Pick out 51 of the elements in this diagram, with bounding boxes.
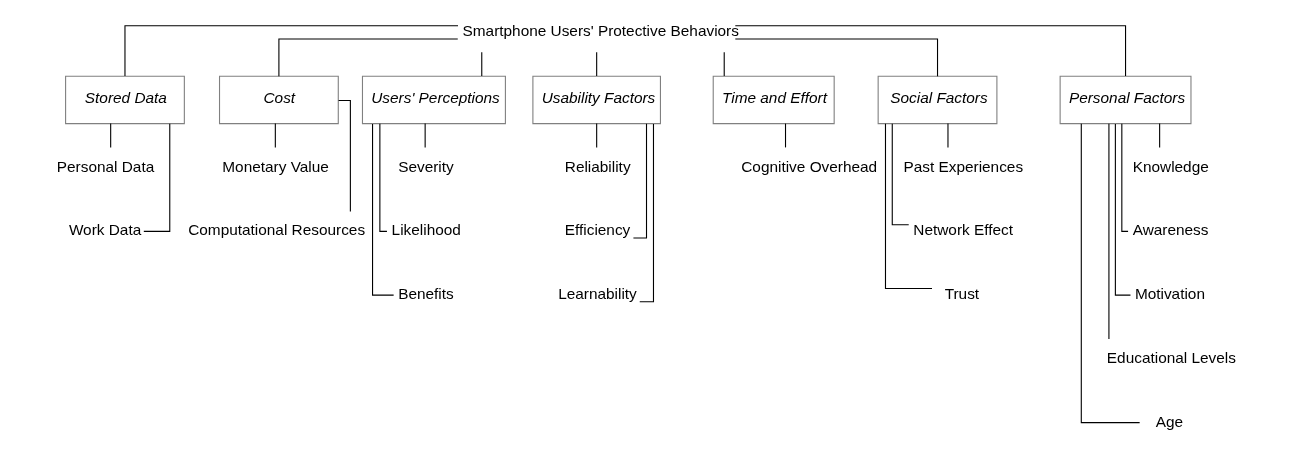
connector bbox=[891, 123, 910, 226]
node-text: Likelihood bbox=[391, 221, 461, 239]
node-text: Cognitive Overhead bbox=[741, 157, 878, 175]
node-box: Social Factors bbox=[877, 75, 998, 125]
connector bbox=[110, 123, 112, 148]
node-text: Knowledge bbox=[1132, 157, 1209, 175]
node-text: Personal Data bbox=[56, 157, 155, 175]
node-text: Educational Levels bbox=[1106, 348, 1236, 366]
connector bbox=[424, 123, 426, 148]
connector bbox=[372, 123, 395, 296]
node-text: Smartphone Users' Protective Behaviors bbox=[462, 22, 739, 40]
connector bbox=[1108, 123, 1110, 340]
node-text: Reliability bbox=[564, 157, 631, 175]
connector bbox=[338, 99, 351, 213]
connector bbox=[596, 51, 598, 77]
connector bbox=[1080, 123, 1141, 424]
connector bbox=[1114, 123, 1131, 296]
node-text: Awareness bbox=[1132, 221, 1209, 239]
node-box: Time and Effort bbox=[712, 75, 835, 125]
node-text: Network Effect bbox=[913, 221, 1014, 239]
connector bbox=[124, 25, 459, 77]
node-text: Learnability bbox=[558, 285, 637, 303]
connector bbox=[734, 25, 1127, 77]
node-text: Motivation bbox=[1134, 285, 1205, 303]
connector bbox=[596, 123, 598, 148]
connector bbox=[884, 123, 933, 290]
connector bbox=[632, 123, 648, 239]
connector bbox=[1159, 123, 1161, 148]
connector bbox=[723, 51, 725, 77]
node-text: Efficiency bbox=[564, 221, 631, 239]
node-box: Stored Data bbox=[65, 75, 185, 125]
node-box: Usability Factors bbox=[532, 75, 661, 125]
node-text: Monetary Value bbox=[222, 157, 329, 175]
connector bbox=[143, 123, 171, 232]
node-text: Benefits bbox=[398, 285, 454, 303]
node-text: Past Experiences bbox=[903, 157, 1024, 175]
connector bbox=[734, 38, 939, 77]
connector bbox=[784, 123, 787, 148]
node-text: Severity bbox=[398, 157, 454, 175]
node-text: Work Data bbox=[68, 221, 142, 239]
connector bbox=[379, 123, 388, 232]
node-box: Personal Factors bbox=[1059, 75, 1192, 125]
connector bbox=[481, 51, 483, 77]
connector bbox=[274, 123, 276, 148]
node-box: Cost bbox=[219, 75, 339, 125]
node-text: Computational Resources bbox=[188, 221, 366, 239]
node-box: Users' Perceptions bbox=[361, 75, 506, 125]
node-text: Age bbox=[1155, 412, 1184, 430]
connector bbox=[1121, 123, 1129, 232]
node-text: Trust bbox=[944, 285, 980, 303]
connector bbox=[278, 38, 459, 77]
